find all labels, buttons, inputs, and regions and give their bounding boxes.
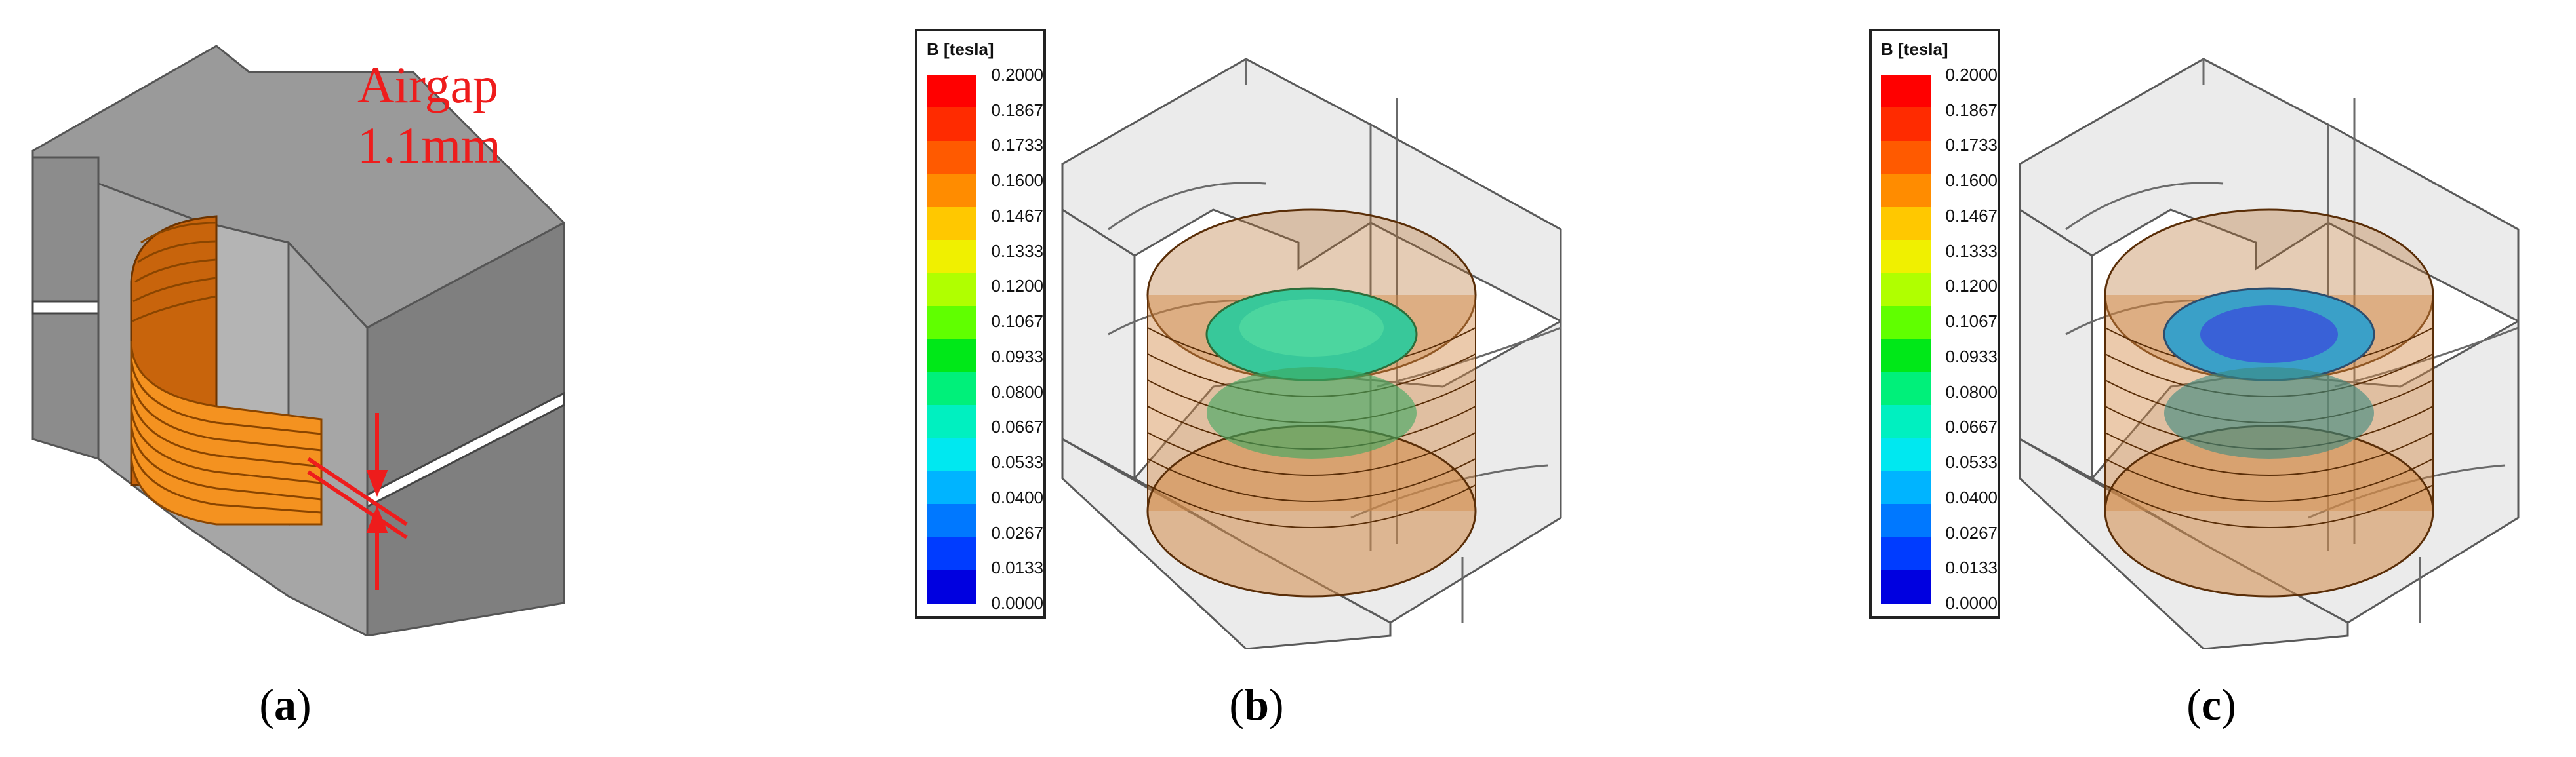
colorbar-swatches — [1881, 75, 1931, 604]
colorbar-legend-b: B [tesla] 0.2000 0.1867 0.1733 0.1600 0.1467… — [915, 29, 1046, 619]
colorbar-swatch — [927, 305, 976, 340]
colorbar-tick-label: 0.0133 — [1945, 558, 1998, 578]
colorbar-swatch — [1881, 339, 1931, 372]
colorbar-tick-label: 0.2000 — [1945, 65, 1998, 85]
colorbar-tick-label: 0.1467 — [991, 205, 1043, 225]
colorbar-tick-label: 0.0800 — [1945, 381, 1998, 402]
colorbar-swatch — [1881, 75, 1931, 108]
colorbar-legend-c: B [tesla] 0.2000 0.1867 0.1733 0.1600 0.1467… — [1869, 29, 2000, 619]
colorbar-tick-label: 0.1867 — [1945, 100, 1998, 120]
colorbar-tick-label: 0.1333 — [991, 241, 1043, 261]
airgap-annotation-label: Airgap — [357, 56, 499, 113]
colorbar-swatch — [1881, 503, 1931, 537]
coil-rings-b — [1146, 208, 1477, 598]
colorbar-swatch — [927, 438, 976, 471]
colorbar-title: B [tesla] — [1881, 39, 1948, 59]
field-simulation-b — [1061, 58, 1562, 649]
colorbar-tick-label: 0.1733 — [1945, 135, 1998, 155]
caption-c: (c) — [2186, 680, 2236, 729]
colorbar-swatch — [927, 503, 976, 537]
colorbar-tick-label: 0.0133 — [991, 558, 1043, 578]
colorbar-swatch — [1881, 537, 1931, 571]
field-simulation-c — [2019, 58, 2520, 649]
copper-coil — [130, 215, 323, 526]
colorbar-tick-label: 0.0533 — [1945, 452, 1998, 473]
airgap-annotation: Airgap 1.1mm — [357, 55, 501, 176]
colorbar-swatch — [927, 404, 976, 438]
left-airgap-slit — [31, 300, 100, 315]
colorbar-tick-label: 0.1200 — [991, 276, 1043, 296]
colorbar-swatch — [927, 75, 976, 108]
colorbar-tick-label: 0.1867 — [991, 100, 1043, 120]
colorbar-swatch — [927, 273, 976, 307]
colorbar-tick-label: 0.0400 — [1945, 487, 1998, 507]
colorbar-tick-label: 0.0000 — [1945, 593, 1998, 613]
colorbar-swatch — [927, 570, 976, 604]
colorbar-swatch — [1881, 372, 1931, 406]
colorbar-swatch — [1881, 570, 1931, 604]
colorbar-tick-label: 0.1200 — [1945, 276, 1998, 296]
colorbar-swatch — [927, 206, 976, 241]
colorbar-swatch — [1881, 206, 1931, 241]
colorbar-tick-label: 0.0267 — [1945, 522, 1998, 543]
colorbar-tick-label: 0.0533 — [991, 452, 1043, 473]
colorbar-swatch — [1881, 239, 1931, 273]
colorbar-tick-label: 0.0800 — [991, 381, 1043, 402]
colorbar-swatch — [927, 372, 976, 406]
colorbar-swatch — [1881, 140, 1931, 174]
colorbar-tick-label: 0.0933 — [1945, 346, 1998, 366]
caption-a: (a) — [259, 680, 312, 729]
colorbar-tick-label: 0.2000 — [991, 65, 1043, 85]
colorbar-swatch — [927, 239, 976, 273]
colorbar-tick-label: 0.1733 — [991, 135, 1043, 155]
colorbar-swatch — [1881, 174, 1931, 207]
colorbar-tick-label: 0.1467 — [1945, 205, 1998, 225]
colorbar-tick-label: 0.0667 — [1945, 417, 1998, 437]
caption-b: (b) — [1229, 680, 1284, 729]
colorbar-swatch — [927, 140, 976, 174]
colorbar-tick-label: 0.1333 — [1945, 241, 1998, 261]
colorbar-swatch — [1881, 273, 1931, 307]
colorbar-swatch — [927, 107, 976, 142]
colorbar-tick-label: 0.0667 — [991, 417, 1043, 437]
colorbar-swatch — [927, 174, 976, 207]
coil-rings-c — [2104, 208, 2434, 598]
colorbar-swatches — [927, 75, 976, 604]
colorbar-swatch — [1881, 471, 1931, 505]
colorbar-swatch — [927, 471, 976, 505]
colorbar-swatch — [1881, 305, 1931, 340]
colorbar-swatch — [927, 537, 976, 571]
colorbar-tick-label: 0.1600 — [1945, 170, 1998, 191]
colorbar-swatch — [1881, 438, 1931, 471]
colorbar-tick-label: 0.0267 — [991, 522, 1043, 543]
colorbar-tick-label: 0.0400 — [991, 487, 1043, 507]
colorbar-tick-label: 0.1067 — [991, 311, 1043, 332]
colorbar-tick-label: 0.0933 — [991, 346, 1043, 366]
colorbar-tick-label: 0.0000 — [991, 593, 1043, 613]
airgap-dimension-arrows — [307, 413, 408, 590]
colorbar-swatch — [1881, 107, 1931, 142]
colorbar-swatch — [1881, 404, 1931, 438]
colorbar-tick-label: 0.1067 — [1945, 311, 1998, 332]
colorbar-title: B [tesla] — [927, 39, 994, 59]
inductor-cutaway-drawing — [31, 45, 566, 636]
airgap-annotation-value: 1.1mm — [357, 117, 501, 174]
colorbar-swatch — [927, 339, 976, 372]
colorbar-tick-label: 0.1600 — [991, 170, 1043, 191]
